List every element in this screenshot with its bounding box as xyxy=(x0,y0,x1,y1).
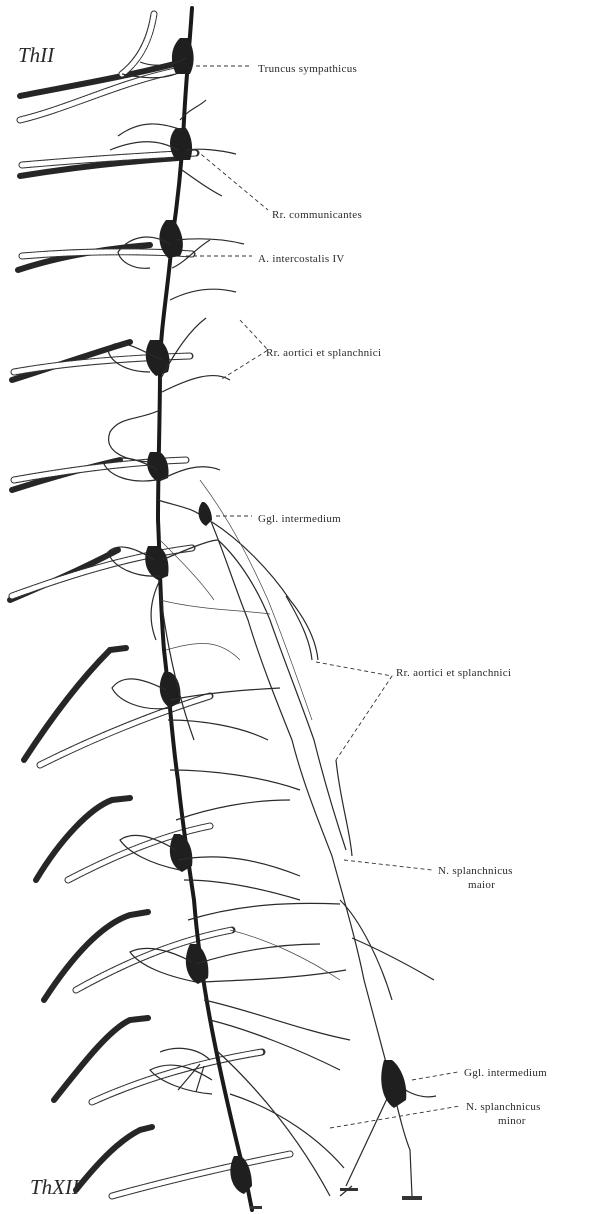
artery-8 xyxy=(40,696,210,765)
rib-12 xyxy=(76,1127,152,1190)
segment-label-bottom: ThXII xyxy=(30,1175,80,1199)
labels: ThII ThXII Truncus sympathicus Rr. commu… xyxy=(18,43,547,1199)
label-truncus-sympathicus: Truncus sympathicus xyxy=(258,63,357,75)
label-n-splanchnicus-minor-line1: N. splanchnicus xyxy=(466,1101,541,1113)
label-rr-aortici-lower: Rr. aortici et splanchnici xyxy=(396,667,511,679)
artery-12 xyxy=(112,1154,290,1196)
label-ggl-intermedium-lower: Ggl. intermedium xyxy=(464,1067,547,1079)
label-n-splanchnicus-minor-line2: minor xyxy=(498,1115,526,1127)
intercostal-arteries xyxy=(12,14,290,1196)
label-n-splanchnicus-maior-line2: maior xyxy=(468,879,495,891)
artery-11 xyxy=(92,1052,262,1102)
label-n-splanchnicus-maior-line1: N. splanchnicus xyxy=(438,865,513,877)
label-rr-aortici-upper: Rr. aortici et splanchnici xyxy=(266,347,381,359)
rib-8 xyxy=(24,648,126,760)
label-ggl-intermedium-upper: Ggl. intermedium xyxy=(258,513,341,525)
ganglion-intermedium-lower xyxy=(381,1060,406,1108)
label-a-intercostalis: A. intercostalis IV xyxy=(258,253,345,265)
segment-label-top: ThII xyxy=(18,43,55,67)
truncus-sympathicus xyxy=(158,8,252,1210)
rib-10 xyxy=(44,912,148,1000)
rib-9 xyxy=(36,798,130,880)
label-rr-communicantes: Rr. communicantes xyxy=(272,209,362,221)
cut-ends xyxy=(250,1188,422,1209)
ganglion-intermedium-upper xyxy=(199,502,212,526)
leader-lines xyxy=(186,66,460,1128)
